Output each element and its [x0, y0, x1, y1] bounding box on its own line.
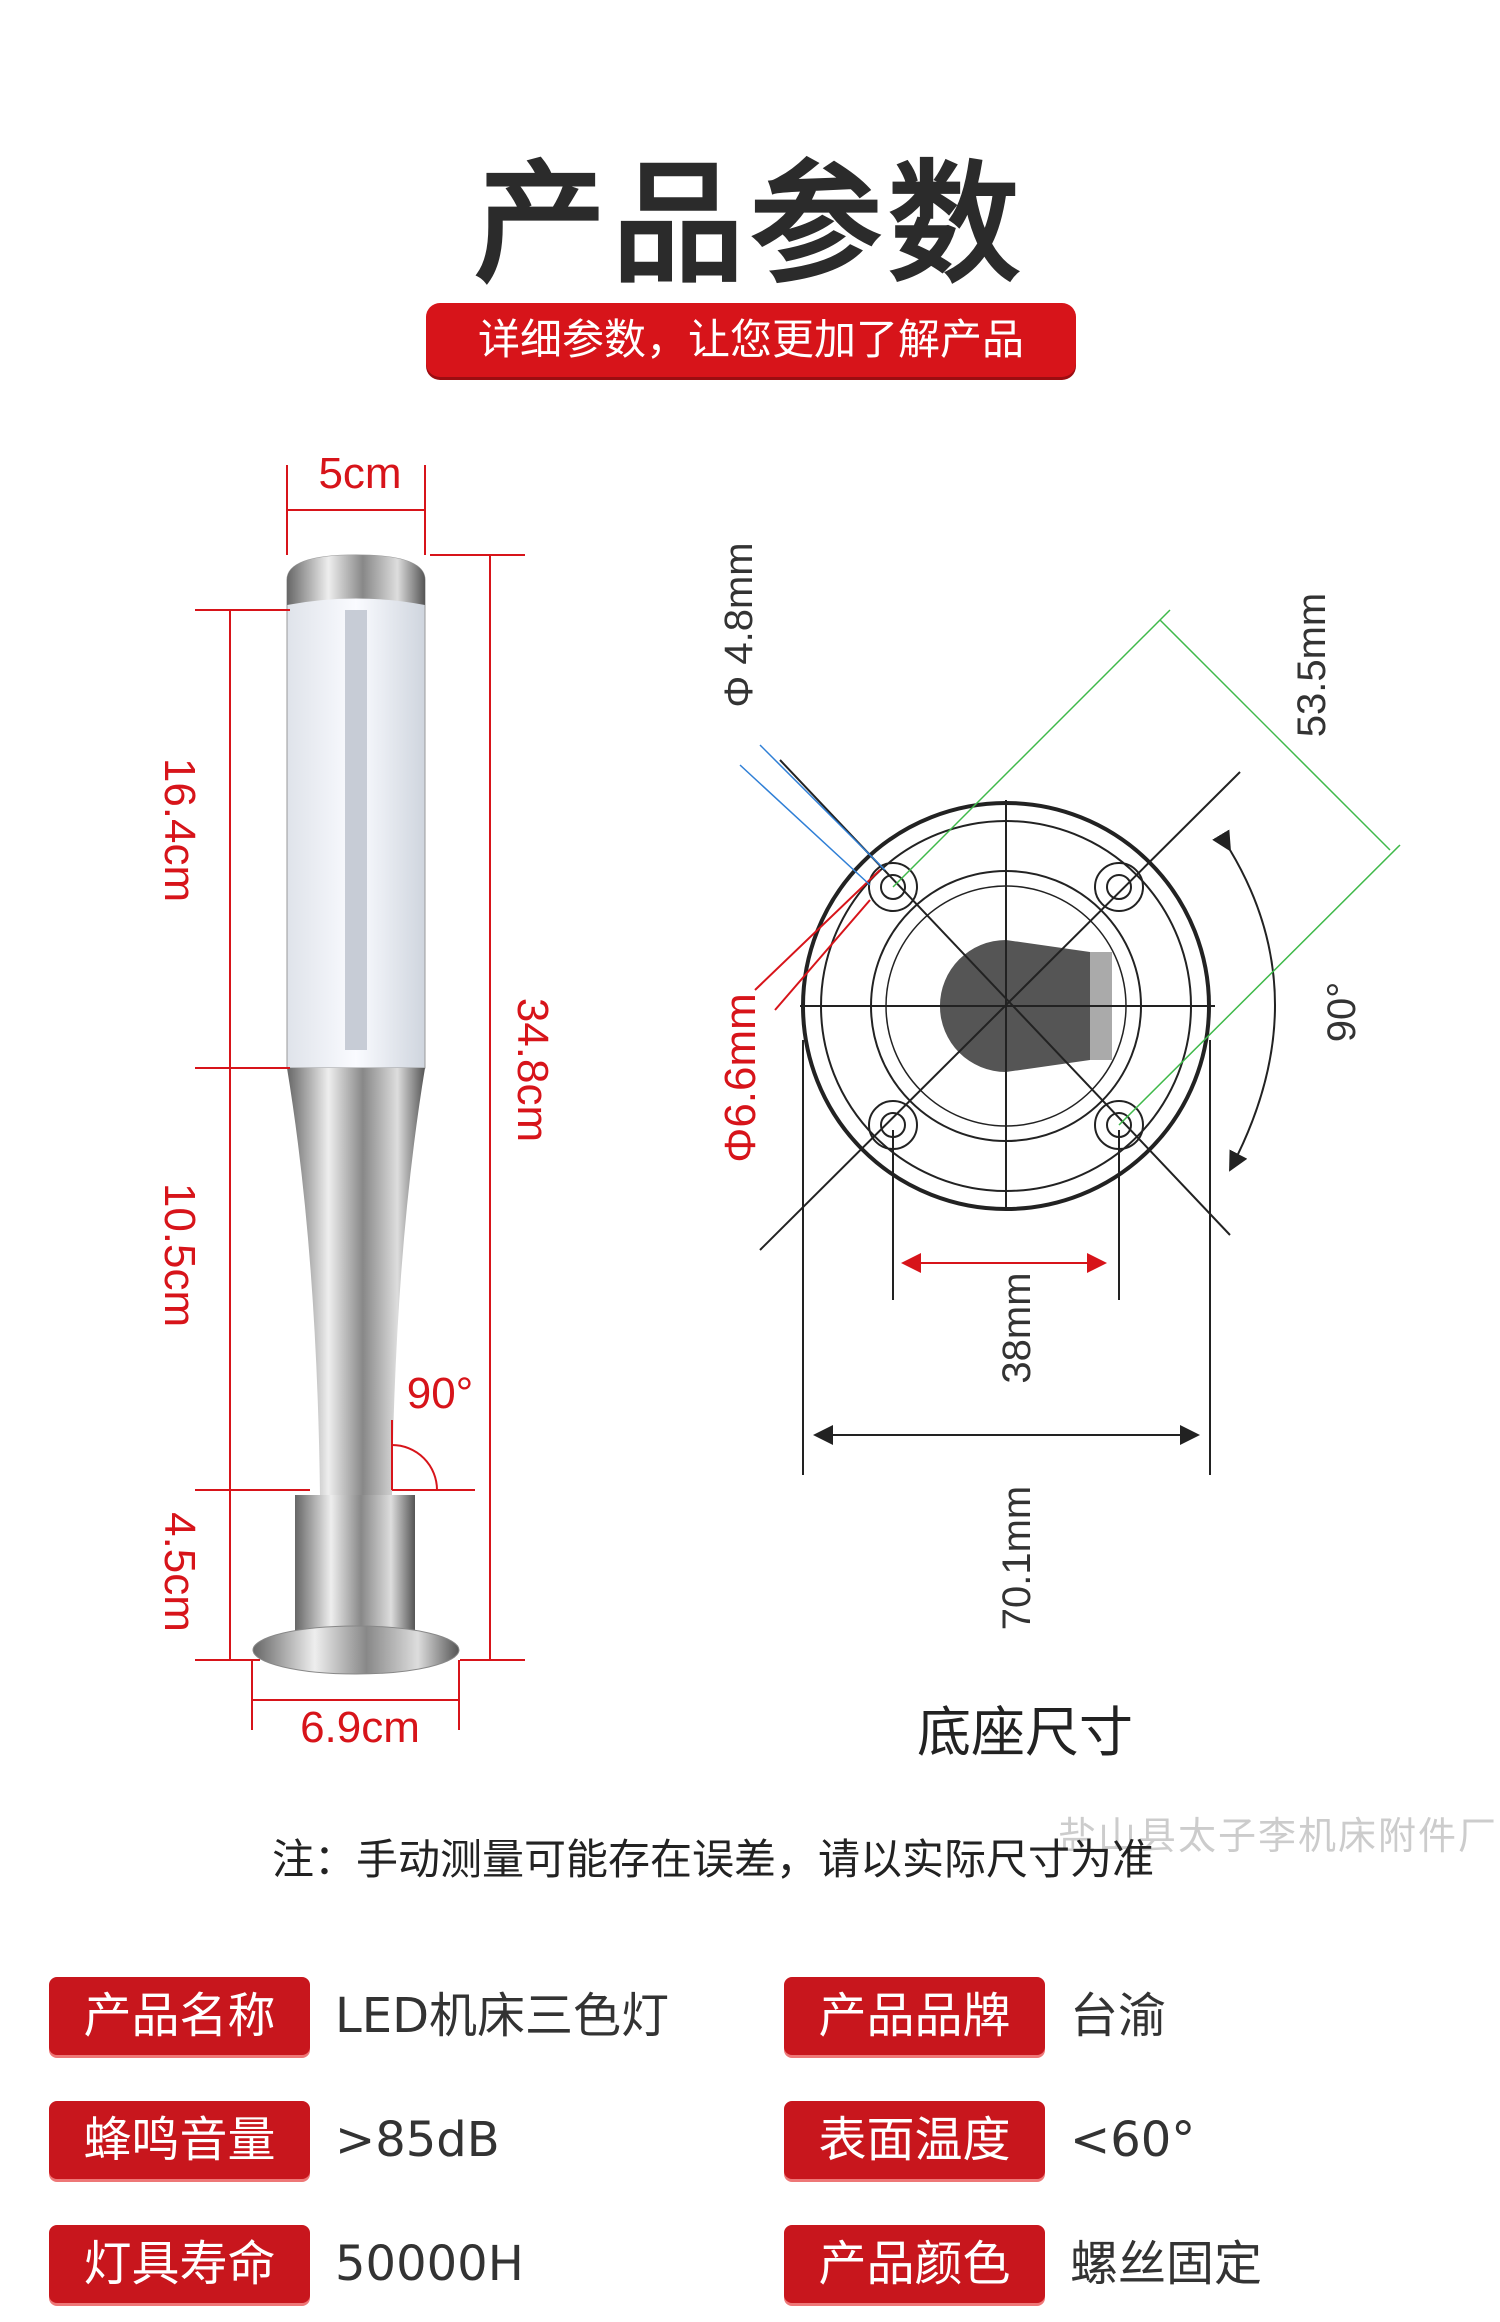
spec-value: 50000H [335, 2236, 524, 2292]
spec-row: 蜂鸣音量 >85dB 表面温度 <60° [0, 2101, 1500, 2179]
base-caption: 底座尺寸 [917, 1701, 1133, 1764]
dim-base-width: 6.9cm [300, 1703, 420, 1752]
page-title: 产品参数 [474, 148, 1026, 302]
spec-value: >85dB [335, 2112, 500, 2168]
spec-label: 表面温度 [784, 2101, 1045, 2179]
dim-height-1: 16.4cm [155, 758, 204, 902]
spec-value: <60° [1070, 2112, 1196, 2168]
spec-label: 产品名称 [49, 1977, 310, 2055]
spec-value: 台渝 [1070, 1988, 1167, 2044]
dim-rotation-angle: 90° [1320, 982, 1364, 1043]
spec-value: 螺丝固定 [1070, 2236, 1263, 2292]
spec-label: 产品颜色 [784, 2225, 1045, 2303]
dim-hole-spacing: 38mm [995, 1272, 1039, 1383]
dim-angle: 90° [407, 1369, 474, 1418]
dim-diameter: 70.1mm [995, 1486, 1039, 1631]
spec-value: LED机床三色灯 [335, 1988, 670, 2044]
spec-row: 产品名称 LED机床三色灯 产品品牌 台渝 [0, 1977, 1500, 2055]
dim-hole-small: Φ 4.8mm [717, 542, 761, 707]
spec-row: 灯具寿命 50000H 产品颜色 螺丝固定 [0, 2225, 1500, 2303]
dim-top-width: 5cm [318, 449, 401, 498]
measurement-note: 注：手动测量可能存在误差，请以实际尺寸为准 [272, 1835, 1155, 1884]
spec-label: 灯具寿命 [49, 2225, 310, 2303]
spec-label: 产品品牌 [784, 1977, 1045, 2055]
tower-lamp-image [252, 554, 460, 1675]
dim-height-3: 4.5cm [155, 1512, 204, 1632]
base-drawing [739, 609, 1401, 1475]
lamp-dimension-lines [195, 465, 525, 1730]
dim-hole-large: Φ6.6mm [716, 993, 765, 1163]
subtitle-banner: 详细参数，让您更加了解产品 [426, 303, 1076, 377]
spec-label: 蜂鸣音量 [49, 2101, 310, 2179]
dim-height-2: 10.5cm [155, 1183, 204, 1327]
dimension-drawings: 5cm 16.4cm 10.5cm 4.5cm 34.8cm 90° 6.9cm… [155, 449, 1401, 1752]
dim-diagonal: 53.5mm [1290, 593, 1334, 738]
watermark: 盐山县太子李机床附件厂 [1058, 1814, 1499, 1858]
dim-total-height: 34.8cm [508, 998, 557, 1142]
